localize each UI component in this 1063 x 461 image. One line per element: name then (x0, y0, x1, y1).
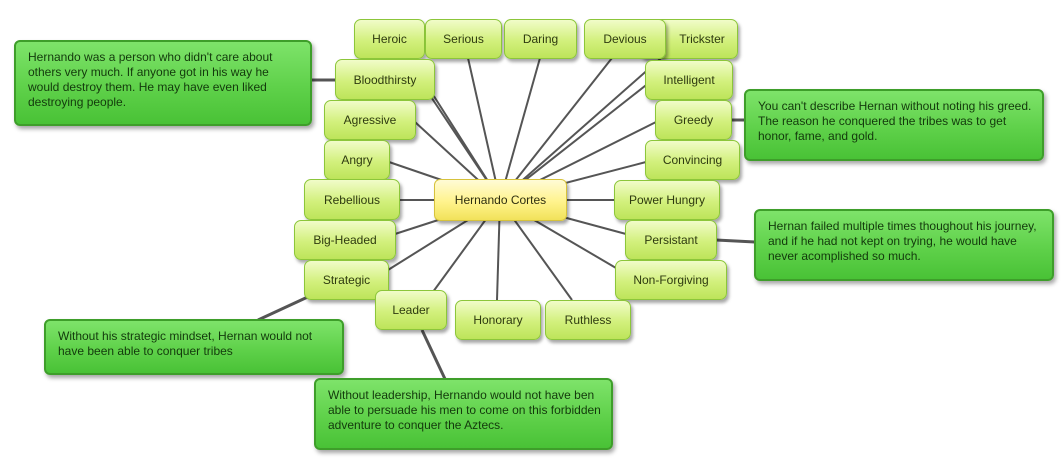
trait-node-convincing[interactable]: Convincing (645, 140, 740, 180)
trait-node-angry[interactable]: Angry (324, 140, 390, 180)
trait-node-devious[interactable]: Devious (584, 19, 666, 59)
connector-serious (467, 57, 501, 201)
note-persistant[interactable]: Hernan failed multiple times thoughout h… (754, 209, 1054, 281)
note-strategic[interactable]: Without his strategic mindset, Hernan wo… (44, 319, 344, 375)
note-connector-persistant (715, 238, 756, 244)
trait-node-serious[interactable]: Serious (425, 19, 502, 59)
trait-node-intelligent[interactable]: Intelligent (645, 60, 733, 100)
note-greedy[interactable]: You can't describe Hernan without noting… (744, 89, 1044, 161)
center-node-hernando-cortes[interactable]: Hernando Cortes (434, 179, 567, 221)
trait-node-power-hungry[interactable]: Power Hungry (614, 180, 720, 220)
trait-node-rebellious[interactable]: Rebellious (304, 179, 400, 220)
trait-node-strategic[interactable]: Strategic (304, 260, 389, 300)
trait-node-agressive[interactable]: Agressive (324, 100, 416, 140)
trait-node-leader[interactable]: Leader (375, 290, 447, 330)
connector-devious (499, 57, 613, 201)
trait-node-big-headed[interactable]: Big-Headed (294, 220, 396, 260)
trait-node-bloodthirsty[interactable]: Bloodthirsty (335, 59, 435, 100)
trait-node-heroic[interactable]: Heroic (354, 19, 425, 59)
trait-node-honorary[interactable]: Honorary (455, 300, 541, 340)
trait-node-daring[interactable]: Daring (504, 19, 577, 59)
note-bloodthirsty[interactable]: Hernando was a person who didn't care ab… (14, 40, 312, 126)
connector-trickster (499, 51, 669, 201)
note-connector-leader (420, 329, 447, 380)
connector-daring (499, 57, 541, 201)
center-node-label: Hernando Cortes (454, 193, 547, 207)
note-connector-strategic (257, 293, 313, 322)
trait-node-non-forgiving[interactable]: Non-Forgiving (615, 260, 727, 300)
note-leader[interactable]: Without leadership, Hernando would not h… (314, 378, 613, 450)
note-connector-lines (257, 78, 756, 380)
trait-node-ruthless[interactable]: Ruthless (545, 300, 631, 340)
trait-node-greedy[interactable]: Greedy (655, 100, 732, 140)
trait-node-persistant[interactable]: Persistant (625, 220, 717, 260)
